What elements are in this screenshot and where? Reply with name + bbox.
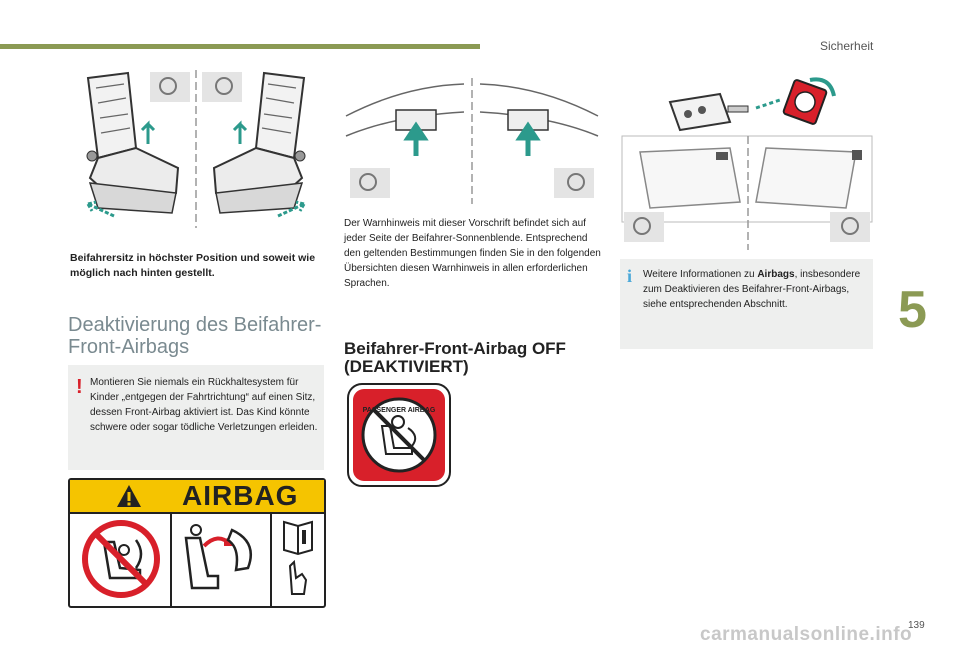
warning-exclamation-icon: ! — [76, 376, 83, 398]
chapter-number: 5 — [898, 281, 927, 339]
seat-caption: Beifahrersitz in höchster Position und s… — [70, 252, 316, 279]
deactivation-heading: Deaktivierung des Beifahrer-Front-Airbag… — [68, 314, 322, 358]
info-text-prefix: Weitere Informationen zu — [643, 269, 758, 280]
airbag-deployment-icon — [184, 524, 252, 590]
seat-illustration — [86, 70, 306, 228]
watermark: carmanualsonline.info — [700, 624, 913, 645]
sticker-title: AIRBAG — [182, 480, 299, 511]
info-text-suffix: , insbesondere zum Deaktivieren des Beif… — [643, 269, 861, 310]
info-text: Weitere Informationen zu Airbags, insbes… — [643, 267, 865, 312]
info-text-bold: Airbags — [757, 269, 795, 280]
read-manual-icon — [283, 520, 313, 595]
visor-warning-text: Der Warnhinweis mit dieser Vorschrift be… — [344, 218, 601, 289]
airbag-switch-icon — [782, 79, 828, 125]
page-number: 139 — [908, 620, 925, 631]
info-icon: i — [627, 266, 633, 286]
sticker-header: AIRBAG — [70, 480, 324, 514]
warning-box — [68, 365, 324, 470]
header-rule — [0, 44, 480, 49]
no-rear-facing-child-seat-icon — [82, 520, 160, 598]
sun-visor-illustration — [345, 78, 599, 204]
section-title: Sicherheit — [820, 39, 874, 53]
key-switch-illustration — [621, 77, 873, 250]
airbag-warning-sticker: AIRBAG — [68, 478, 326, 608]
warning-triangle-icon — [117, 485, 141, 507]
badge-label: PASSENGER AIRBAG — [363, 407, 436, 414]
airbag-off-heading: Beifahrer-Front-Airbag OFF (DEAKTIVIERT) — [344, 339, 566, 376]
info-box — [620, 259, 873, 349]
passenger-airbag-off-badge: PASSENGER AIRBAG — [347, 383, 451, 487]
warning-text: Montieren Sie niemals ein Rückhaltesyste… — [90, 377, 318, 433]
